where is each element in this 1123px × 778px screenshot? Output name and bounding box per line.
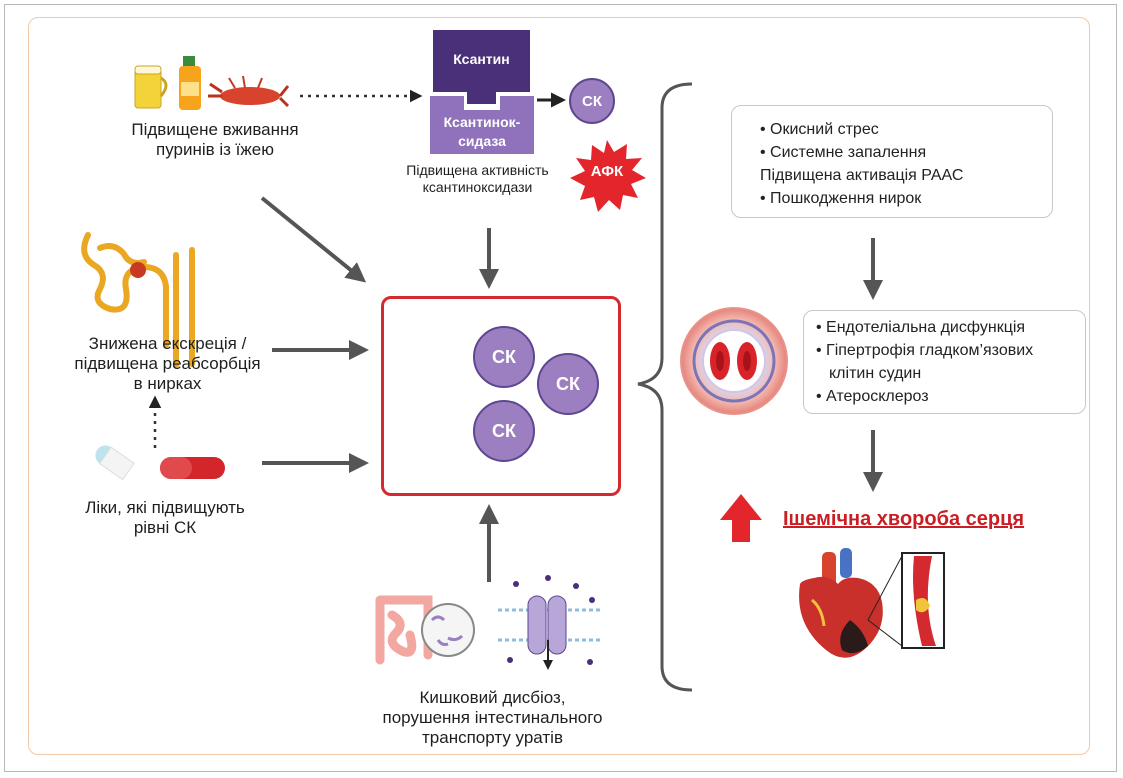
blood-vessel-icon [680,307,788,415]
red-capsule-icon [160,457,225,479]
xanthine-label: Ксантин [453,51,510,67]
effects-box: Окисний стрес Системне запалення Підвище… [731,105,1053,218]
gut-label-line1: Кишковий дисбіоз, [419,688,566,707]
drugs-label-line1: Ліки, які підвищують [85,498,245,517]
vascular-item: Атеросклероз [816,385,1085,408]
beer-glass-icon [134,65,168,109]
uric-acid-circle: СК [473,326,535,388]
microbiome-icon [421,603,475,657]
crayfish-icon [208,75,290,108]
kidney-label-line1: Знижена екскреція / [88,334,247,353]
uric-acid-product-circle: СК [569,78,615,124]
effects-list: Окисний стрес Системне запалення Підвище… [760,118,1052,210]
arrow-diet-to-center [260,196,367,283]
ros-starburst-icon [570,140,646,212]
red-up-arrow-icon [720,494,762,542]
pill-capsule-icon [95,445,135,481]
diagram-panel [28,17,1090,755]
gut-label-line2: порушення інтестинального [382,708,603,727]
xanthine-oxidase-label-line2: сидаза [458,133,506,149]
uric-acid-circle: СК [537,353,599,415]
vascular-item: Гіпертрофія гладком’язових [816,339,1085,362]
vascular-item-continuation: клітин судин [829,365,922,382]
kidney-label-line2: підвищена реабсорбція [74,354,261,373]
glomerulus-icon [130,262,146,278]
ischemic-heart-disease-title: Ішемічна хвороба серця [783,508,1025,530]
heart-icon [799,548,883,658]
zoom-line [867,619,903,647]
figure-frame [4,4,1117,772]
zoom-line [867,555,903,621]
xo-caption-line1: Підвищена активність [406,162,549,178]
uric-acid-circle: СК [473,400,535,462]
gut-label-line3: транспорту уратів [422,728,563,747]
vascular-box: Ендотеліальна дисфункція Гіпертрофія гла… [803,310,1086,414]
intestine-icon [375,595,433,665]
kidney-label-line3: в нирках [133,374,202,393]
diet-label-line2: пуринів із їжею [156,140,274,159]
xo-caption-line2: ксантиноксидази [422,179,533,195]
artery-plaque-icon [901,552,945,649]
vascular-item: Ендотеліальна дисфункція [816,316,1085,339]
diet-label-line1: Підвищене вживання [131,120,299,139]
urate-transporter-icon [498,575,600,670]
vascular-item: клітин судин [816,362,1085,385]
xanthine-oxidase-label-line1: Ксантинок- [443,114,521,130]
ros-label: АФК [590,163,624,180]
effect-item: Системне запалення [760,141,1052,164]
juice-bottle-icon [179,56,201,110]
effect-item: Окисний стрес [760,118,1052,141]
effect-item: Підвищена активація РААС [760,167,964,184]
vascular-list: Ендотеліальна дисфункція Гіпертрофія гла… [816,316,1085,408]
effect-item: Пошкодження нирок [760,187,1052,210]
drugs-label-line2: рівні СК [133,518,197,537]
xanthine-oxidase-icon [430,30,534,154]
curly-brace [637,82,693,692]
